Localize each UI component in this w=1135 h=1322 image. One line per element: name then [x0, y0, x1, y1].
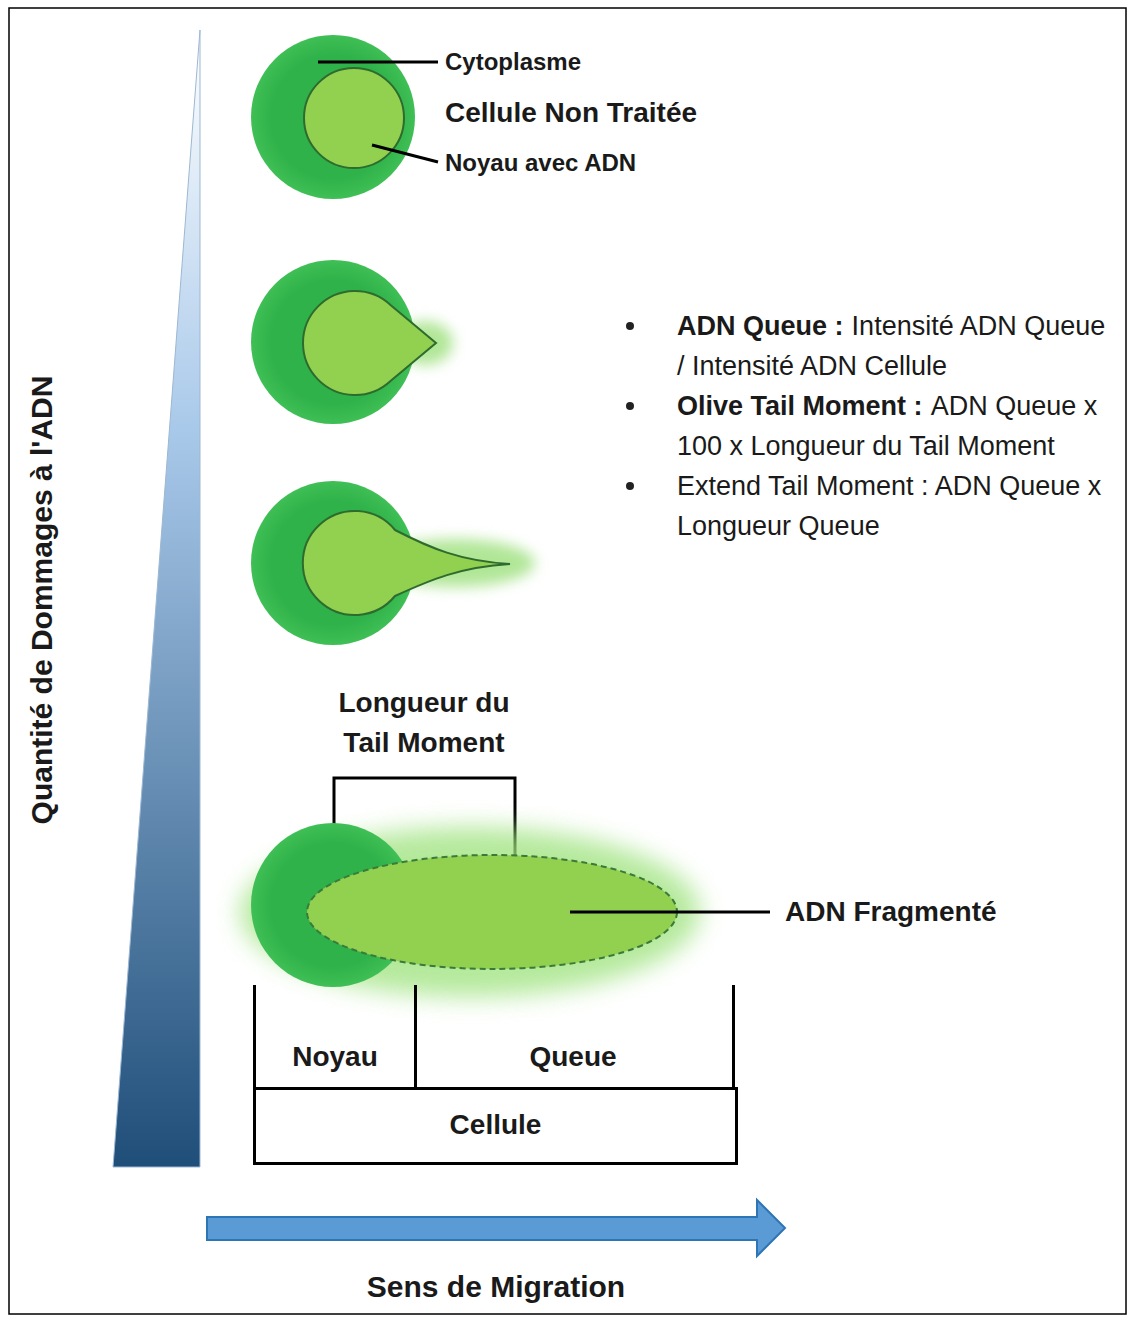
- frame: [9, 8, 1126, 1314]
- part-label: Cytoplasme: [445, 48, 581, 77]
- cell-title: Cellule Non Traitée: [445, 96, 697, 130]
- definitions-list: ADN Queue :Intensité ADN Queue / Intensi…: [677, 306, 1107, 546]
- bullet-dot: [626, 482, 634, 490]
- bracket-label: Longueur du Tail Moment: [319, 683, 529, 763]
- definition-item: Olive Tail Moment :ADN Queue x 100 x Lon…: [677, 386, 1107, 466]
- comet-cell-small: [251, 260, 453, 424]
- damage-gradient-triangle: [113, 30, 200, 1167]
- axis-label: Quantité de Dommages à l'ADN: [24, 376, 60, 825]
- term-label: ADN Queue :: [677, 311, 844, 341]
- part-label: ADN Fragmenté: [785, 895, 997, 929]
- cell-region: Cellule: [253, 1087, 738, 1165]
- leader-line: [372, 145, 438, 162]
- leader-line: [318, 61, 438, 64]
- part-label: Noyau avec ADN: [445, 149, 636, 178]
- tail-region: Queue: [414, 985, 735, 1090]
- comet-cell-medium: [251, 481, 535, 645]
- axis-label: Sens de Migration: [367, 1269, 625, 1305]
- bullet-dot: [626, 322, 634, 330]
- region-label: Cellule: [450, 1109, 542, 1141]
- definition-text: Extend Tail Moment : ADN Queue x Longueu…: [677, 471, 1101, 541]
- definition-item: ADN Queue :Intensité ADN Queue / Intensi…: [677, 306, 1107, 386]
- nucleus-region: Noyau: [253, 985, 417, 1090]
- leader-line: [570, 911, 770, 914]
- region-label: Queue: [529, 1041, 616, 1073]
- comet-cell-large: [240, 823, 700, 997]
- untreated-cell: [251, 35, 415, 199]
- migration-arrow: [207, 1200, 785, 1256]
- bullet-dot: [626, 402, 634, 410]
- term-label: Olive Tail Moment :: [677, 391, 923, 421]
- region-label: Noyau: [292, 1041, 378, 1073]
- definition-item: Extend Tail Moment : ADN Queue x Longueu…: [677, 466, 1107, 546]
